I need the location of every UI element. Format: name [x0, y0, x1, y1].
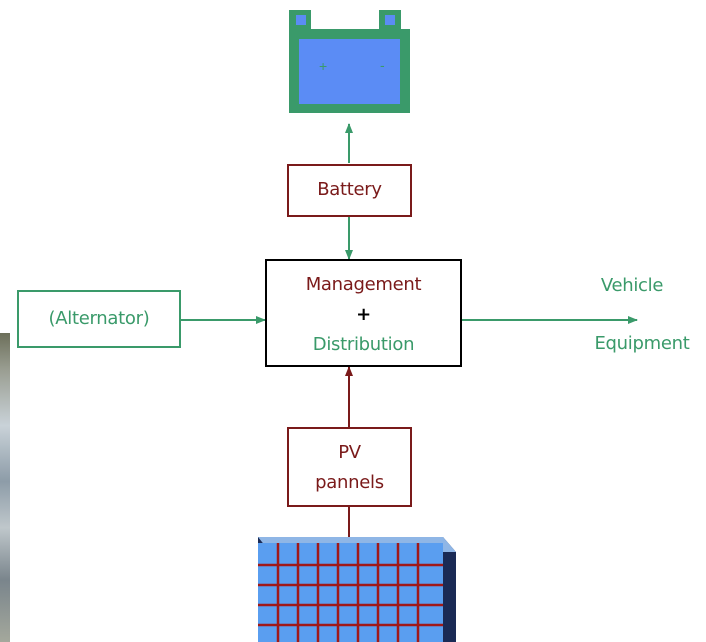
management-distribution-box: Management + Distribution [265, 259, 462, 367]
battery-minus-label: - [380, 57, 385, 73]
battery-plus-label: + [319, 58, 327, 74]
photo-fragment [0, 333, 10, 642]
vehicle-label: Vehicle [600, 275, 664, 296]
battery-icon: + - [289, 10, 410, 113]
pv-label: PV [338, 442, 361, 463]
connectors [180, 123, 638, 537]
pannels-label: pannels [315, 472, 384, 493]
alternator-box: (Alternator) [17, 290, 181, 348]
solar-panel-icon [258, 537, 456, 642]
pv-pannels-box: PV pannels [287, 427, 412, 507]
plus-label: + [356, 304, 371, 325]
battery-label: Battery [317, 179, 382, 200]
equipment-label: Equipment [594, 333, 690, 354]
alternator-label: (Alternator) [48, 308, 150, 329]
distribution-label: Distribution [312, 334, 415, 355]
management-label: Management [305, 274, 422, 295]
battery-box: Battery [287, 164, 412, 217]
